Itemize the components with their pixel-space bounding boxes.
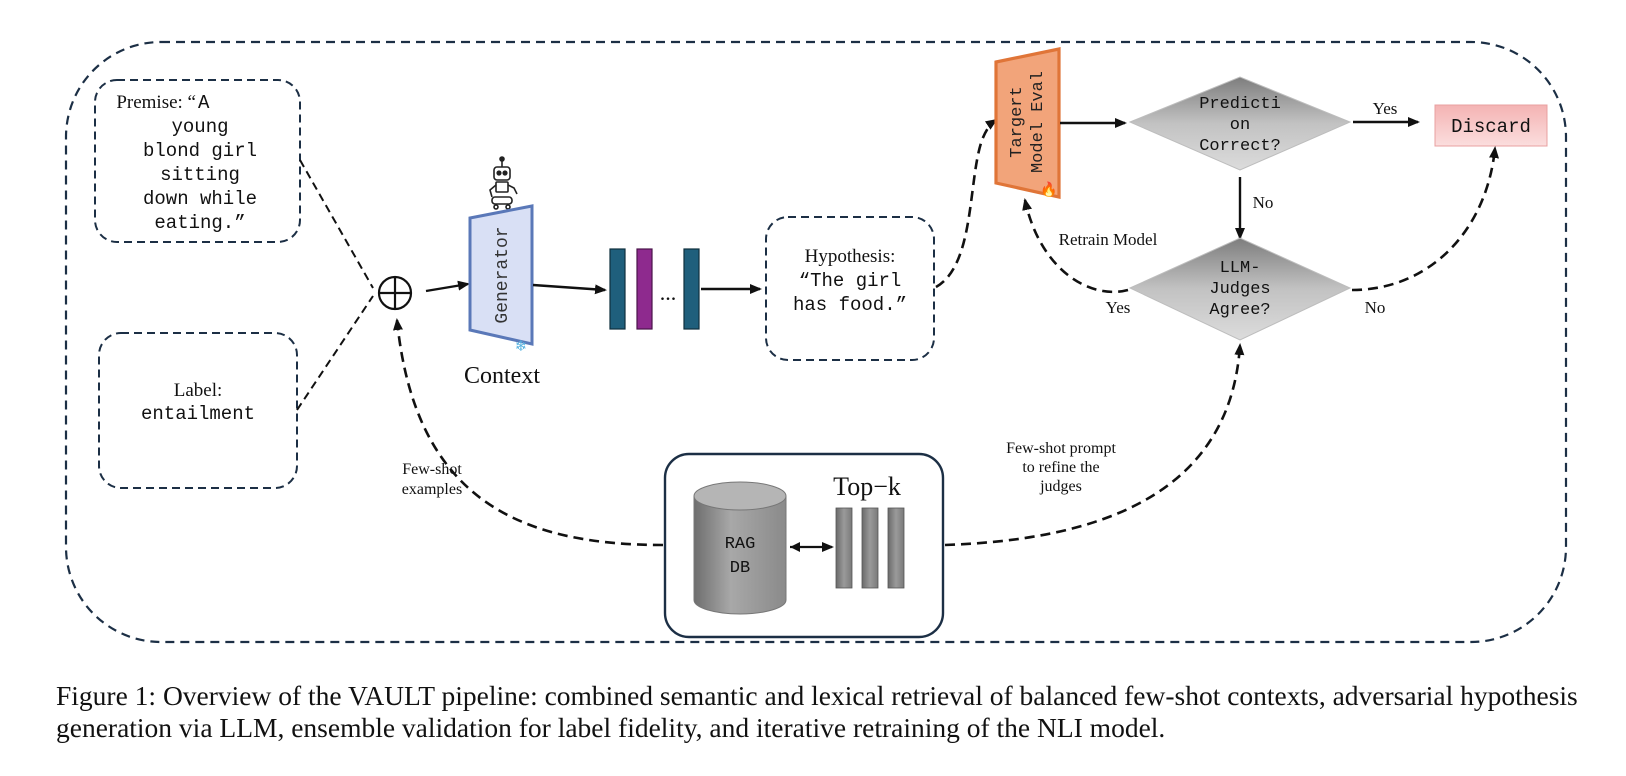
premise-line: sitting [160, 164, 240, 186]
token-bar-teal-last [683, 248, 700, 330]
judges-no-connector [1351, 146, 1499, 292]
few-shot-examples-label: Few-shot examples [402, 461, 463, 498]
token-sequence: ... [609, 248, 700, 330]
prediction-line: on [1230, 116, 1250, 135]
rag-db-line: RAG [725, 535, 756, 554]
rag-db-cylinder [693, 481, 787, 615]
generator-label: Generator [493, 226, 513, 323]
premise-to-combine-connector [299, 159, 374, 289]
yes-top-label: Yes [1373, 99, 1398, 118]
hypothesis-line: has food.” [793, 294, 907, 316]
retrain-label: Retrain Model [1059, 230, 1158, 249]
rag-db-label: RAG DB [725, 535, 756, 578]
discard-box: Discard [1434, 104, 1548, 147]
hypothesis-label: Hypothesis: [805, 246, 896, 267]
premise-label: Premise: “ [116, 92, 196, 113]
combine-operator [377, 275, 413, 311]
rag-db-line: DB [730, 559, 750, 578]
label-box-value: entailment [141, 403, 255, 425]
no-down-label: No [1253, 193, 1274, 212]
topk-bar-1 [835, 507, 853, 589]
premise-line: young [171, 116, 228, 138]
discard-label: Discard [1451, 116, 1531, 138]
topk-label: Top−k [833, 472, 901, 501]
label-box-title: Label: [174, 380, 223, 401]
figure-caption: Figure 1: Overview of the VAULT pipeline… [56, 680, 1578, 743]
target-model-line: Targert [1008, 86, 1027, 157]
label-box: Label: entailment [98, 332, 298, 489]
few-shot-prompt-line: to refine the [1022, 459, 1099, 476]
generator-to-sequence-arrow [532, 283, 607, 295]
topk-bar-2 [861, 507, 879, 589]
few-shot-examples-line: examples [402, 481, 462, 498]
premise-line: A [198, 92, 210, 114]
premise-line: down while [143, 188, 257, 210]
rag-retrieval-box: RAG DB Top−k [663, 452, 945, 639]
generator-caption: Context [464, 363, 540, 389]
prediction-line: Correct? [1199, 137, 1281, 156]
prediction-line: Predicti [1199, 95, 1281, 114]
few-shot-examples-connector [393, 318, 664, 547]
combine-to-generator-arrow [425, 280, 470, 293]
retrain-connector [1022, 198, 1129, 294]
few-shot-prompt-line: Few-shot prompt [1006, 440, 1116, 457]
snowflake-icon: ❄ [515, 337, 528, 355]
robot-icon [489, 156, 518, 210]
premise-line: blond girl [143, 140, 257, 162]
few-shot-prompt-connector [944, 343, 1245, 547]
token-bar-teal [609, 248, 626, 330]
premise-line: eating.” [154, 212, 245, 234]
fire-icon: 🔥 [1040, 181, 1057, 198]
few-shot-prompt-line: judges [1039, 478, 1082, 495]
judges-line: Judges [1209, 280, 1270, 299]
label-to-combine-connector [296, 295, 374, 411]
token-ellipsis: ... [660, 280, 677, 305]
outer-dashed-frame [64, 40, 1568, 644]
judges-line: Agree? [1209, 301, 1270, 320]
few-shot-examples-line: Few-shot [402, 461, 462, 478]
judges-line: LLM- [1220, 259, 1261, 278]
topk-bar-3 [887, 507, 905, 589]
no-right-label: No [1365, 298, 1386, 317]
hypothesis-to-target-connector [935, 118, 998, 289]
generator-block: Generator ❄ [468, 204, 534, 355]
target-model-line: Model Eval [1029, 71, 1048, 173]
token-bar-purple [636, 248, 653, 330]
hypothesis-line: “The girl [799, 270, 902, 292]
few-shot-prompt-label: Few-shot prompt to refine the judges [1006, 440, 1116, 495]
yes-left-label: Yes [1106, 298, 1131, 317]
